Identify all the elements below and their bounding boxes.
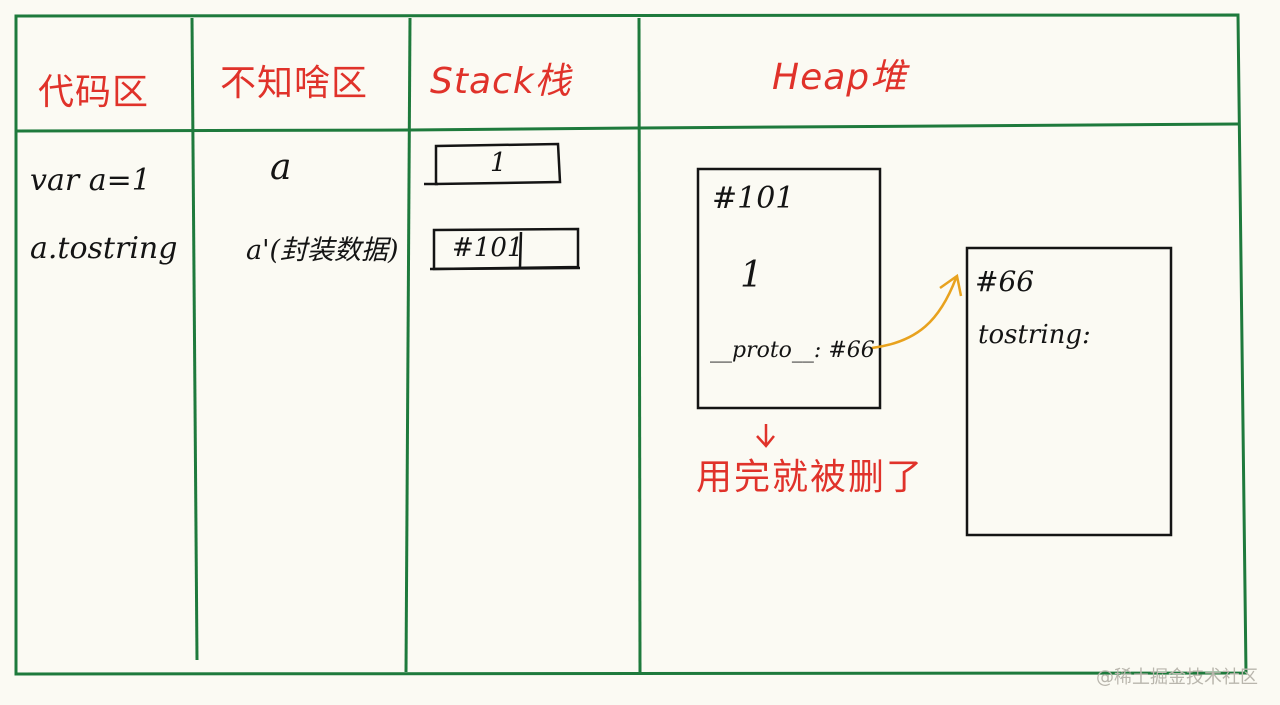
stack-cell-2-value: #101 [452,233,524,263]
proto-arrow [871,277,958,350]
stack-cell-1-box [434,142,562,186]
header-stack: Stack栈 [430,61,572,102]
table-border [14,13,1248,676]
header-unknown-area: 不知啥区 [220,63,369,104]
column-divider-2 [404,17,412,673]
unknown-item-a: a [270,147,292,188]
header-code-area: 代码区 [38,72,150,113]
heap-object-66-address: #66 [975,265,1035,298]
watermark: @稀土掘金技术社区 [1096,667,1258,688]
heap-object-101-proto: __proto__: #66 [710,338,875,363]
stack-cell-1-value: 1 [490,148,507,178]
code-line-var-a: var a=1 [30,163,151,198]
header-divider [15,122,1239,133]
header-heap: Heap堆 [772,57,908,98]
heap-object-101-box [696,167,882,410]
proto-arrow-head [939,273,963,297]
gc-note: 用完就被删了 [696,457,925,498]
heap-object-66-box [965,246,1173,537]
code-line-tostring: a.tostring [30,231,178,266]
note-arrow-head [756,435,775,448]
stack-cell-2-baseline [429,266,581,271]
column-divider-1 [190,17,199,661]
heap-object-101-address: #101 [712,181,795,216]
heap-object-101-value: 1 [740,255,763,296]
stack-cell-2-divider [518,231,523,268]
heap-object-66-method: tostring: [978,320,1091,350]
unknown-item-wrapper: a'(封装数据) [246,235,399,266]
column-divider-3 [637,17,642,673]
